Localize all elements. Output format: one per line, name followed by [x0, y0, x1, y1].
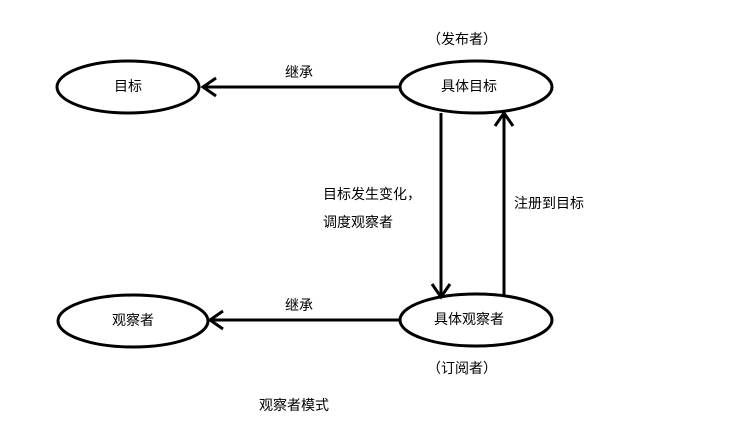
notify-label-line1: 目标发生变化，: [323, 187, 421, 203]
subject-node-shape: [55, 59, 201, 115]
publisher-role-label: （发布者）: [427, 32, 497, 48]
register-arrow: [493, 110, 515, 295]
inherit-label-bottom: 继承: [285, 298, 313, 314]
inherit-arrow-bottom: [207, 309, 400, 331]
observer-node-label: 观察者: [112, 313, 154, 329]
concrete-observer-node-label: 具体观察者: [434, 312, 504, 328]
diagram-caption: 观察者模式: [259, 398, 329, 414]
inherit-label-top: 继承: [285, 65, 313, 81]
notify-label-line2: 调度观察者: [323, 215, 393, 231]
notify-arrow: [430, 113, 452, 300]
register-label: 注册到目标: [514, 196, 584, 212]
observer-node-shape: [56, 293, 210, 349]
concrete-subject-node-label: 具体目标: [441, 79, 497, 95]
inherit-arrow-top: [200, 76, 400, 98]
subject-node-label: 目标: [114, 79, 142, 95]
subscriber-role-label: （订阅者）: [427, 361, 497, 377]
